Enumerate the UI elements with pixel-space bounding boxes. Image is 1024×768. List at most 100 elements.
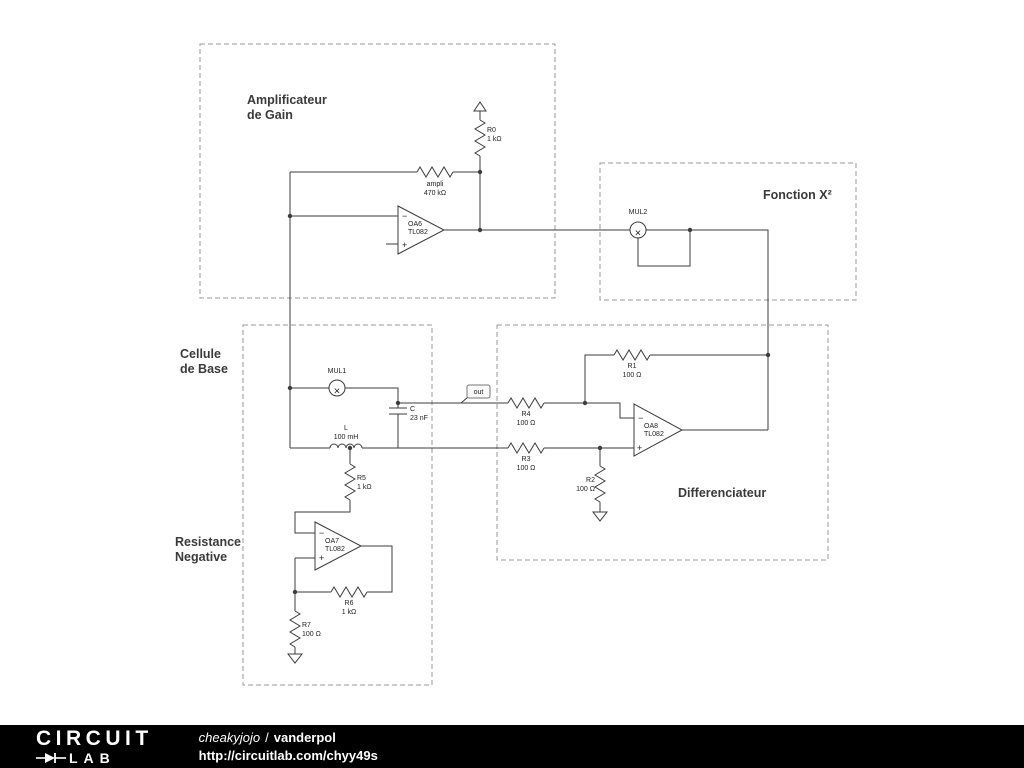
amplificateur-label-2: de Gain (247, 108, 293, 122)
section-labels: Amplificateur de Gain Fonction X² Cellul… (175, 93, 832, 564)
project-name[interactable]: vanderpol (273, 729, 336, 745)
capacitor-c[interactable]: C 23 nF (389, 406, 428, 422)
ground-icon (286, 653, 304, 664)
component-value: 1 kΩ (357, 484, 372, 491)
component-ref: R4 (522, 411, 531, 418)
component-value: 100 Ω (517, 420, 536, 427)
schematic: R0 1 kΩ ampli 470 kΩ − + OA6 TL082 × (175, 43, 857, 686)
component-ref: OA7 (325, 538, 339, 545)
resistor-r2[interactable]: R2 100 Ω (576, 465, 606, 503)
brand-lab: LAB (69, 750, 116, 766)
component-value: TL082 (325, 546, 345, 553)
resistor-ampli[interactable]: ampli 470 kΩ (416, 166, 454, 197)
resistor-zigzag-icon (330, 586, 368, 598)
resistance-negative-label: Resistance (175, 535, 241, 549)
multiply-icon: × (334, 385, 340, 397)
plus-input-sign: + (319, 553, 324, 563)
multiplier-mul1[interactable]: × MUL1 (328, 368, 347, 397)
multiplier-mul2[interactable]: × MUL2 (629, 209, 648, 239)
component-ref: R6 (345, 600, 354, 607)
component-value: 100 Ω (302, 631, 321, 638)
port-terminal[interactable] (473, 101, 487, 112)
component-ref: MUL1 (328, 368, 347, 375)
component-ref: ampli (427, 181, 444, 188)
port-triangle-icon (473, 101, 487, 112)
amplificateur-box (199, 43, 556, 299)
minus-input-sign: − (638, 413, 643, 423)
opamp-triangle-icon (314, 521, 363, 571)
junction-dot (287, 213, 293, 219)
opamp-oa8[interactable]: − + OA8 TL082 (633, 403, 684, 457)
net-flag-out[interactable]: out (460, 384, 491, 404)
resistor-r3[interactable]: R3 100 Ω (507, 442, 545, 472)
junction-dot (347, 445, 353, 451)
cellule-label-2: de Base (180, 362, 228, 376)
author-name[interactable]: cheakyjojo (198, 729, 261, 745)
component-ref: OA6 (408, 221, 422, 228)
wire-net-bottom (294, 448, 393, 654)
junction-dots (287, 169, 771, 595)
diode-icon (36, 753, 66, 763)
junction-dot (395, 400, 401, 406)
resistor-r1[interactable]: R1 100 Ω (613, 349, 651, 379)
component-value: 100 mH (334, 434, 359, 441)
brand-circuit: CIRCUIT (36, 727, 153, 750)
wire-net-mid (290, 354, 768, 512)
multiplier-circle-icon (328, 379, 346, 397)
component-ref: R0 (487, 127, 496, 134)
component-value: TL082 (644, 431, 664, 438)
component-value: 1 kΩ (487, 136, 502, 143)
resistor-r4[interactable]: R4 100 Ω (507, 397, 545, 427)
component-value: 100 Ω (576, 486, 595, 493)
plus-input-sign: + (402, 240, 407, 250)
resistor-zigzag-icon (416, 166, 454, 178)
minus-input-sign: − (319, 528, 324, 538)
opamp-triangle-icon (397, 205, 446, 255)
junction-dot (765, 352, 771, 358)
component-value: 470 kΩ (424, 190, 446, 197)
plus-input-sign: + (637, 443, 642, 453)
resistor-zigzag-icon (613, 349, 651, 361)
resistor-r6[interactable]: R6 1 kΩ (330, 586, 368, 616)
project-url[interactable]: http://circuitlab.com/chyy49s (198, 747, 378, 763)
resistance-negative-label-2: Negative (175, 550, 227, 564)
junction-dot (287, 385, 293, 391)
ground-icon (591, 511, 609, 522)
junction-dot (687, 227, 693, 233)
component-ref: R1 (628, 363, 637, 370)
component-value: 100 Ω (517, 465, 536, 472)
differenciateur-label: Differenciateur (678, 486, 766, 500)
inductor-l[interactable]: L 100 mH (329, 425, 363, 449)
component-ref: MUL2 (629, 209, 648, 216)
component-ref: R2 (586, 477, 595, 484)
junction-dot (477, 169, 483, 175)
byline-separator: / (265, 729, 269, 745)
resistor-r0[interactable]: R0 1 kΩ (474, 119, 502, 157)
wires (289, 111, 769, 654)
resistor-zigzag-icon (507, 442, 545, 454)
resistor-r7[interactable]: R7 100 Ω (289, 610, 321, 648)
circuitlab-logo[interactable]: CIRCUIT LAB (36, 728, 153, 765)
differenciateur-box (496, 324, 829, 561)
brand-lab-row: LAB (36, 751, 153, 765)
resistor-zigzag-icon (344, 463, 356, 501)
opamp-triangle-icon (633, 403, 684, 457)
junction-dot (292, 589, 298, 595)
component-ref: R3 (522, 456, 531, 463)
component-value: 1 kΩ (342, 609, 357, 616)
fonction-x2-label: Fonction X² (763, 188, 832, 202)
component-value: TL082 (408, 229, 428, 236)
resistor-zigzag-icon (289, 610, 301, 648)
component-ref: C (410, 406, 415, 413)
component-value: 23 nF (410, 415, 428, 422)
opamp-oa7[interactable]: − + OA7 TL082 (314, 521, 363, 571)
component-ref: L (344, 425, 348, 432)
opamp-oa6[interactable]: − + OA6 TL082 (397, 205, 446, 255)
wire-net-top (289, 111, 769, 448)
resistor-r5[interactable]: R5 1 kΩ (344, 463, 372, 501)
resistor-zigzag-icon (594, 465, 606, 503)
junction-dot (597, 445, 603, 451)
cellule-de-base-box (242, 324, 433, 686)
component-ref: R5 (357, 475, 366, 482)
